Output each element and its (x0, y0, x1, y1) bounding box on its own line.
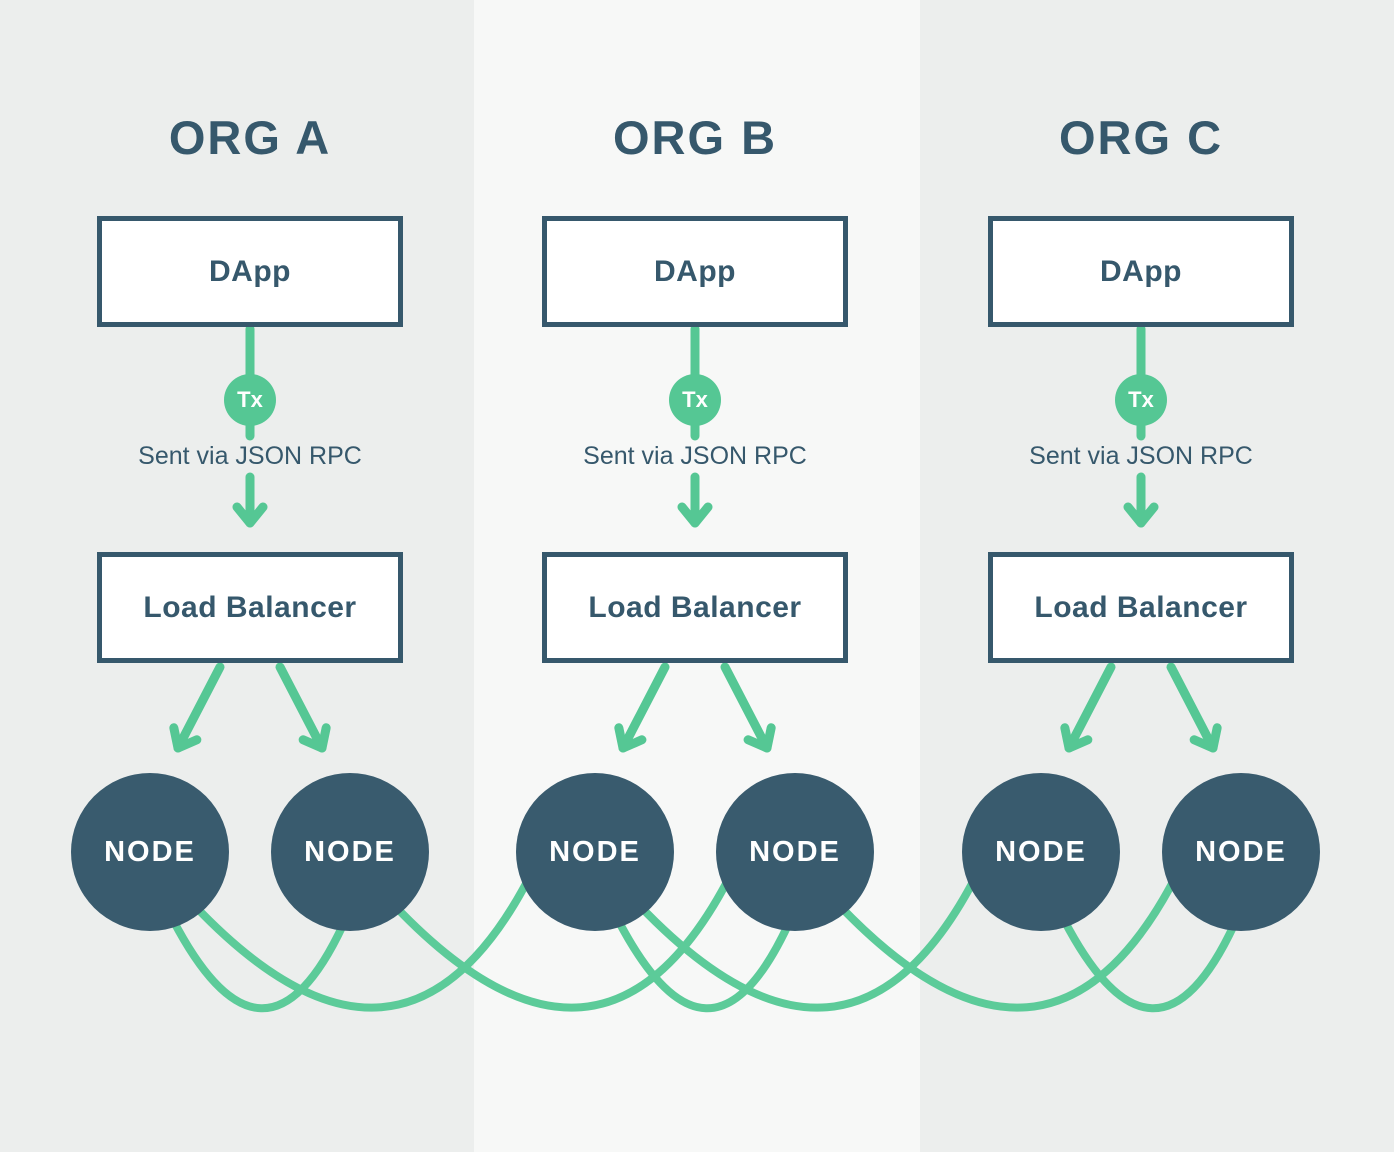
dapp-label: DApp (209, 254, 291, 288)
node-circle: NODE (1162, 773, 1320, 931)
node-circle: NODE (716, 773, 874, 931)
tx-label: Tx (682, 387, 708, 412)
mesh-link-b2-c2 (835, 874, 1179, 1012)
dapp-box: DApp (988, 216, 1294, 327)
load-balancer-label: Load Balancer (1034, 590, 1248, 624)
node-circle: NODE (71, 773, 229, 931)
node-mesh-links (169, 874, 1238, 1013)
lb-to-node-left-arrow (169, 662, 225, 753)
lb-to-node-right-arrow (275, 662, 331, 753)
load-balancer-box: Load Balancer (988, 552, 1294, 663)
node-circle: NODE (271, 773, 429, 931)
org-title: ORG B (612, 111, 778, 164)
org-c-column: ORG C DApp Tx Sent via JSON RPC Load Bal… (904, 0, 1378, 1152)
dapp-label: DApp (1100, 254, 1182, 288)
org-b-column: ORG B DApp Tx Sent via JSON RPC Load Bal… (458, 0, 932, 1152)
mesh-link-b1-b2 (614, 916, 792, 1013)
lb-to-node-left-arrow (1060, 662, 1116, 753)
rpc-label: Sent via JSON RPC (1029, 442, 1253, 470)
load-balancer-box: Load Balancer (542, 552, 848, 663)
mesh-link-a1-a2 (169, 916, 347, 1013)
dapp-label: DApp (654, 254, 736, 288)
dapp-box: DApp (97, 216, 403, 327)
mesh-link-a1-b1 (190, 874, 533, 1012)
node-circle: NODE (962, 773, 1120, 931)
node-circle: NODE (516, 773, 674, 931)
dapp-box: DApp (542, 216, 848, 327)
load-balancer-label: Load Balancer (143, 590, 357, 624)
tx-badge: Tx (669, 374, 721, 426)
tx-badge: Tx (1115, 374, 1167, 426)
tx-label: Tx (237, 387, 263, 412)
mesh-link-c1-c2 (1060, 916, 1238, 1013)
load-balancer-label: Load Balancer (588, 590, 802, 624)
org-title: ORG A (168, 111, 332, 164)
org-a-column: ORG A DApp Tx Sent via JSON RPC Load Bal… (13, 0, 487, 1152)
mesh-link-a2-b2 (390, 874, 733, 1012)
lb-to-node-left-arrow (614, 662, 670, 753)
org-title: ORG C (1058, 111, 1224, 164)
tx-label: Tx (1128, 387, 1154, 412)
load-balancer-box: Load Balancer (97, 552, 403, 663)
lb-to-node-right-arrow (1166, 662, 1222, 753)
rpc-label: Sent via JSON RPC (583, 442, 807, 470)
tx-badge: Tx (224, 374, 276, 426)
mesh-link-b1-c1 (635, 874, 979, 1012)
lb-to-node-right-arrow (720, 662, 776, 753)
rpc-label: Sent via JSON RPC (138, 442, 362, 470)
